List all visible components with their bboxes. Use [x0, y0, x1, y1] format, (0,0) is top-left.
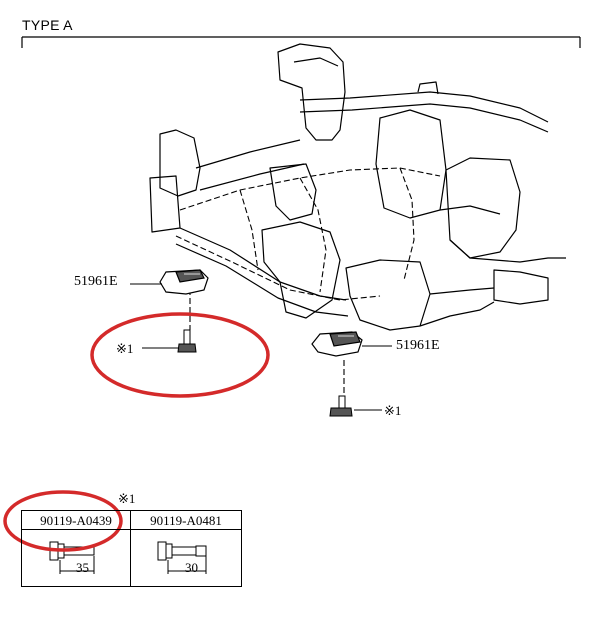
mount-bracket-left	[159, 269, 209, 295]
ref-mark-bolt-right: ※1	[384, 403, 402, 418]
subframe-drawing	[149, 43, 566, 331]
part-number-2: 90119-A0481	[131, 511, 241, 530]
mount-bracket-right	[311, 331, 363, 357]
type-title: TYPE A	[22, 17, 73, 33]
bolt-length-2: 30	[185, 560, 198, 575]
ref-mark-bolt-left: ※1	[116, 341, 134, 356]
bolt-length-1: 35	[76, 560, 89, 575]
highlight-ellipse-bolt	[90, 312, 270, 398]
bolt-spec-table: 90119-A0439 90119-A0481	[21, 510, 242, 587]
part-number-1: 90119-A0439	[22, 511, 131, 530]
bolt-right	[329, 395, 353, 417]
highlight-ellipse-part	[3, 490, 123, 552]
callout-51961e-left: 51961E	[74, 274, 118, 289]
dashed-outline	[175, 167, 441, 396]
bolt-left	[177, 329, 197, 353]
callout-51961e-right: 51961E	[396, 338, 440, 353]
table-divider	[130, 511, 131, 586]
title-bracket	[21, 36, 581, 48]
ref-mark-table: ※1	[118, 491, 136, 506]
table-bolt-2	[157, 541, 207, 574]
